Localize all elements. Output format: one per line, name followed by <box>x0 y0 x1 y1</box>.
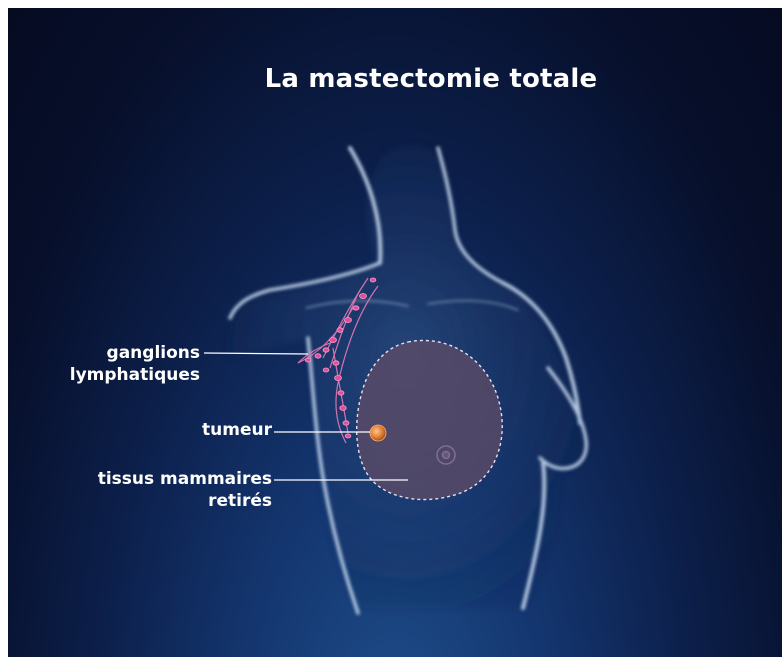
page-title: La mastectomie totale <box>44 64 782 94</box>
label-removed-tissue: tissus mammaires retirés <box>98 468 272 512</box>
label-lymph-nodes: ganglions lymphatiques <box>70 342 200 386</box>
leader-line-ganglions <box>204 353 308 354</box>
torso-illustration <box>8 8 782 657</box>
label-removed-tissue-line1: tissus mammaires <box>98 468 272 490</box>
tumor-mass <box>370 425 386 441</box>
label-lymph-nodes-line2: lymphatiques <box>70 364 200 386</box>
illustration-panel: La mastectomie totale ganglions lymphati… <box>8 8 782 657</box>
label-removed-tissue-line2: retirés <box>98 490 272 512</box>
label-lymph-nodes-line1: ganglions <box>70 342 200 364</box>
label-tumor: tumeur <box>202 419 272 441</box>
